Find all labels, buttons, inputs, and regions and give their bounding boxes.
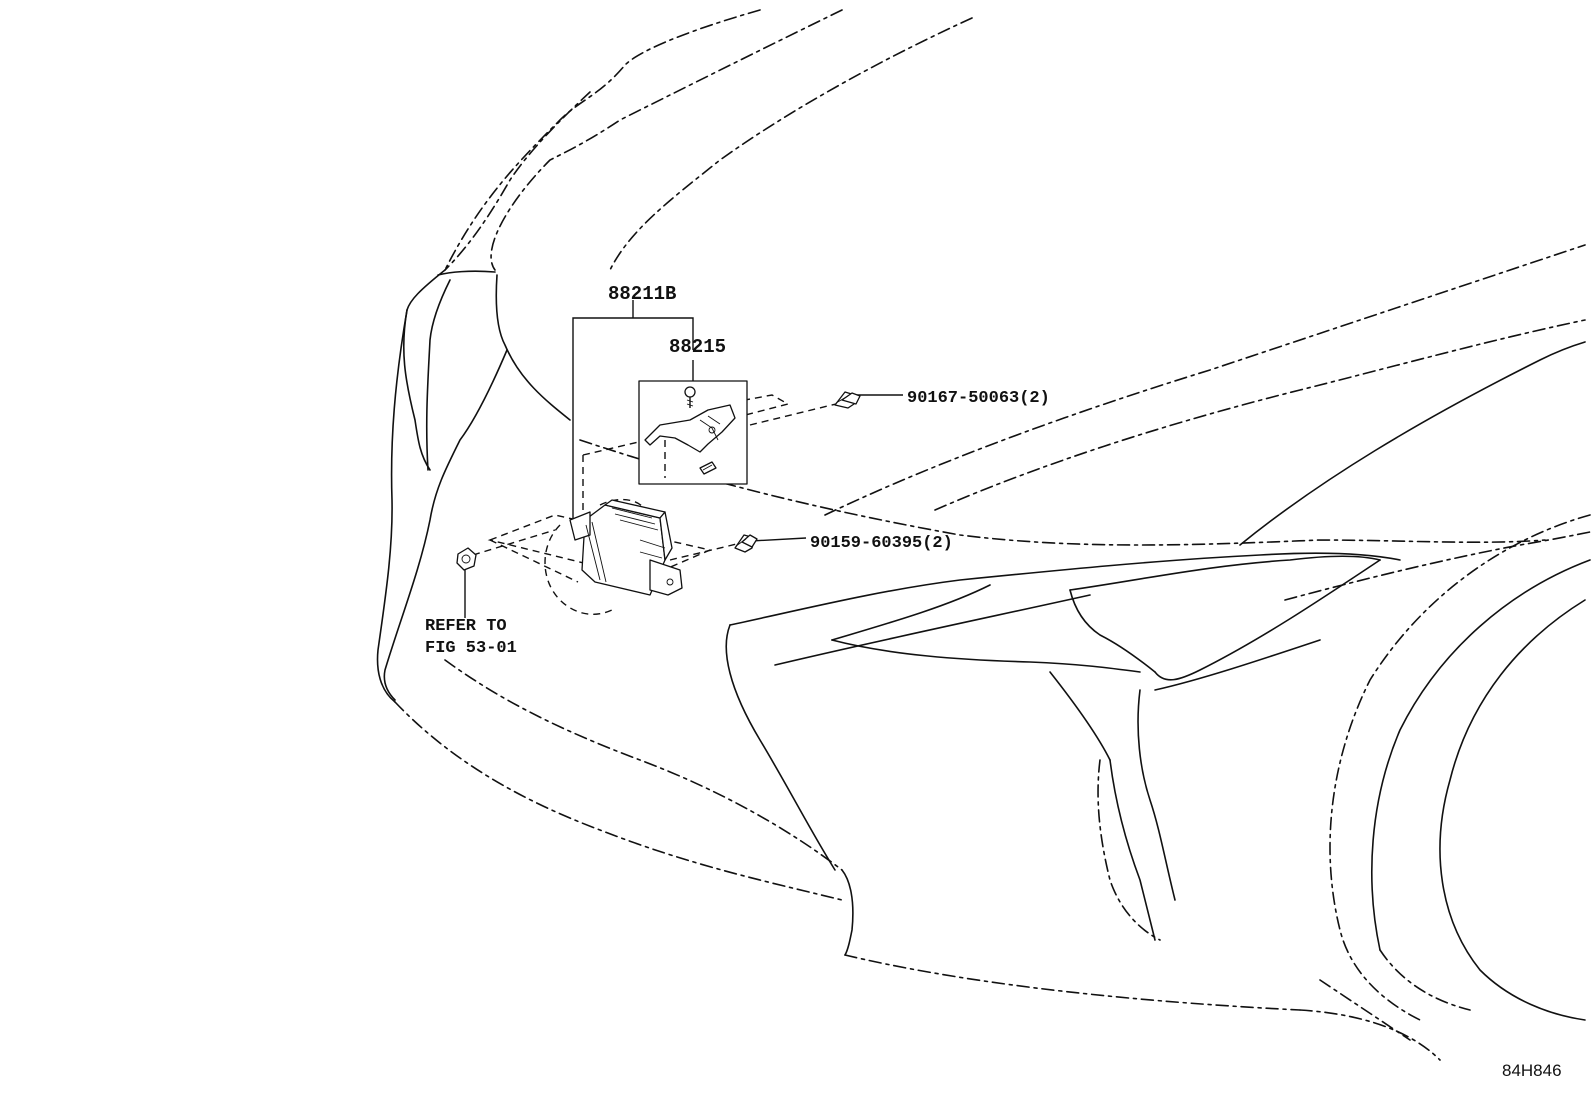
clip-nut-icon	[456, 547, 477, 571]
refer-text-line2: FIG 53-01	[425, 639, 517, 658]
vehicle-body-outline	[376, 9, 1591, 1061]
illustration-code: 84H846	[1502, 1061, 1562, 1080]
callout-labels: 88211B 88215 90167-50063(2) 90159-60395(…	[425, 283, 1562, 1080]
refer-text-line1: REFER TO	[425, 617, 507, 636]
leader-lines	[464, 300, 903, 618]
screw-icon	[684, 386, 696, 408]
part-number-lower-bolt: 90159-60395(2)	[810, 534, 953, 553]
part-number-88211b: 88211B	[608, 283, 676, 305]
radar-sensor-icon	[569, 499, 683, 596]
screw-icon	[699, 461, 717, 475]
upper-bolt-icon	[834, 391, 861, 409]
part-number-upper-bolt: 90167-50063(2)	[907, 389, 1050, 408]
part-number-88215: 88215	[669, 336, 726, 358]
bracket-icon	[644, 404, 736, 453]
bracket-detail-box	[638, 380, 748, 485]
lower-bolt-icon	[734, 534, 758, 553]
